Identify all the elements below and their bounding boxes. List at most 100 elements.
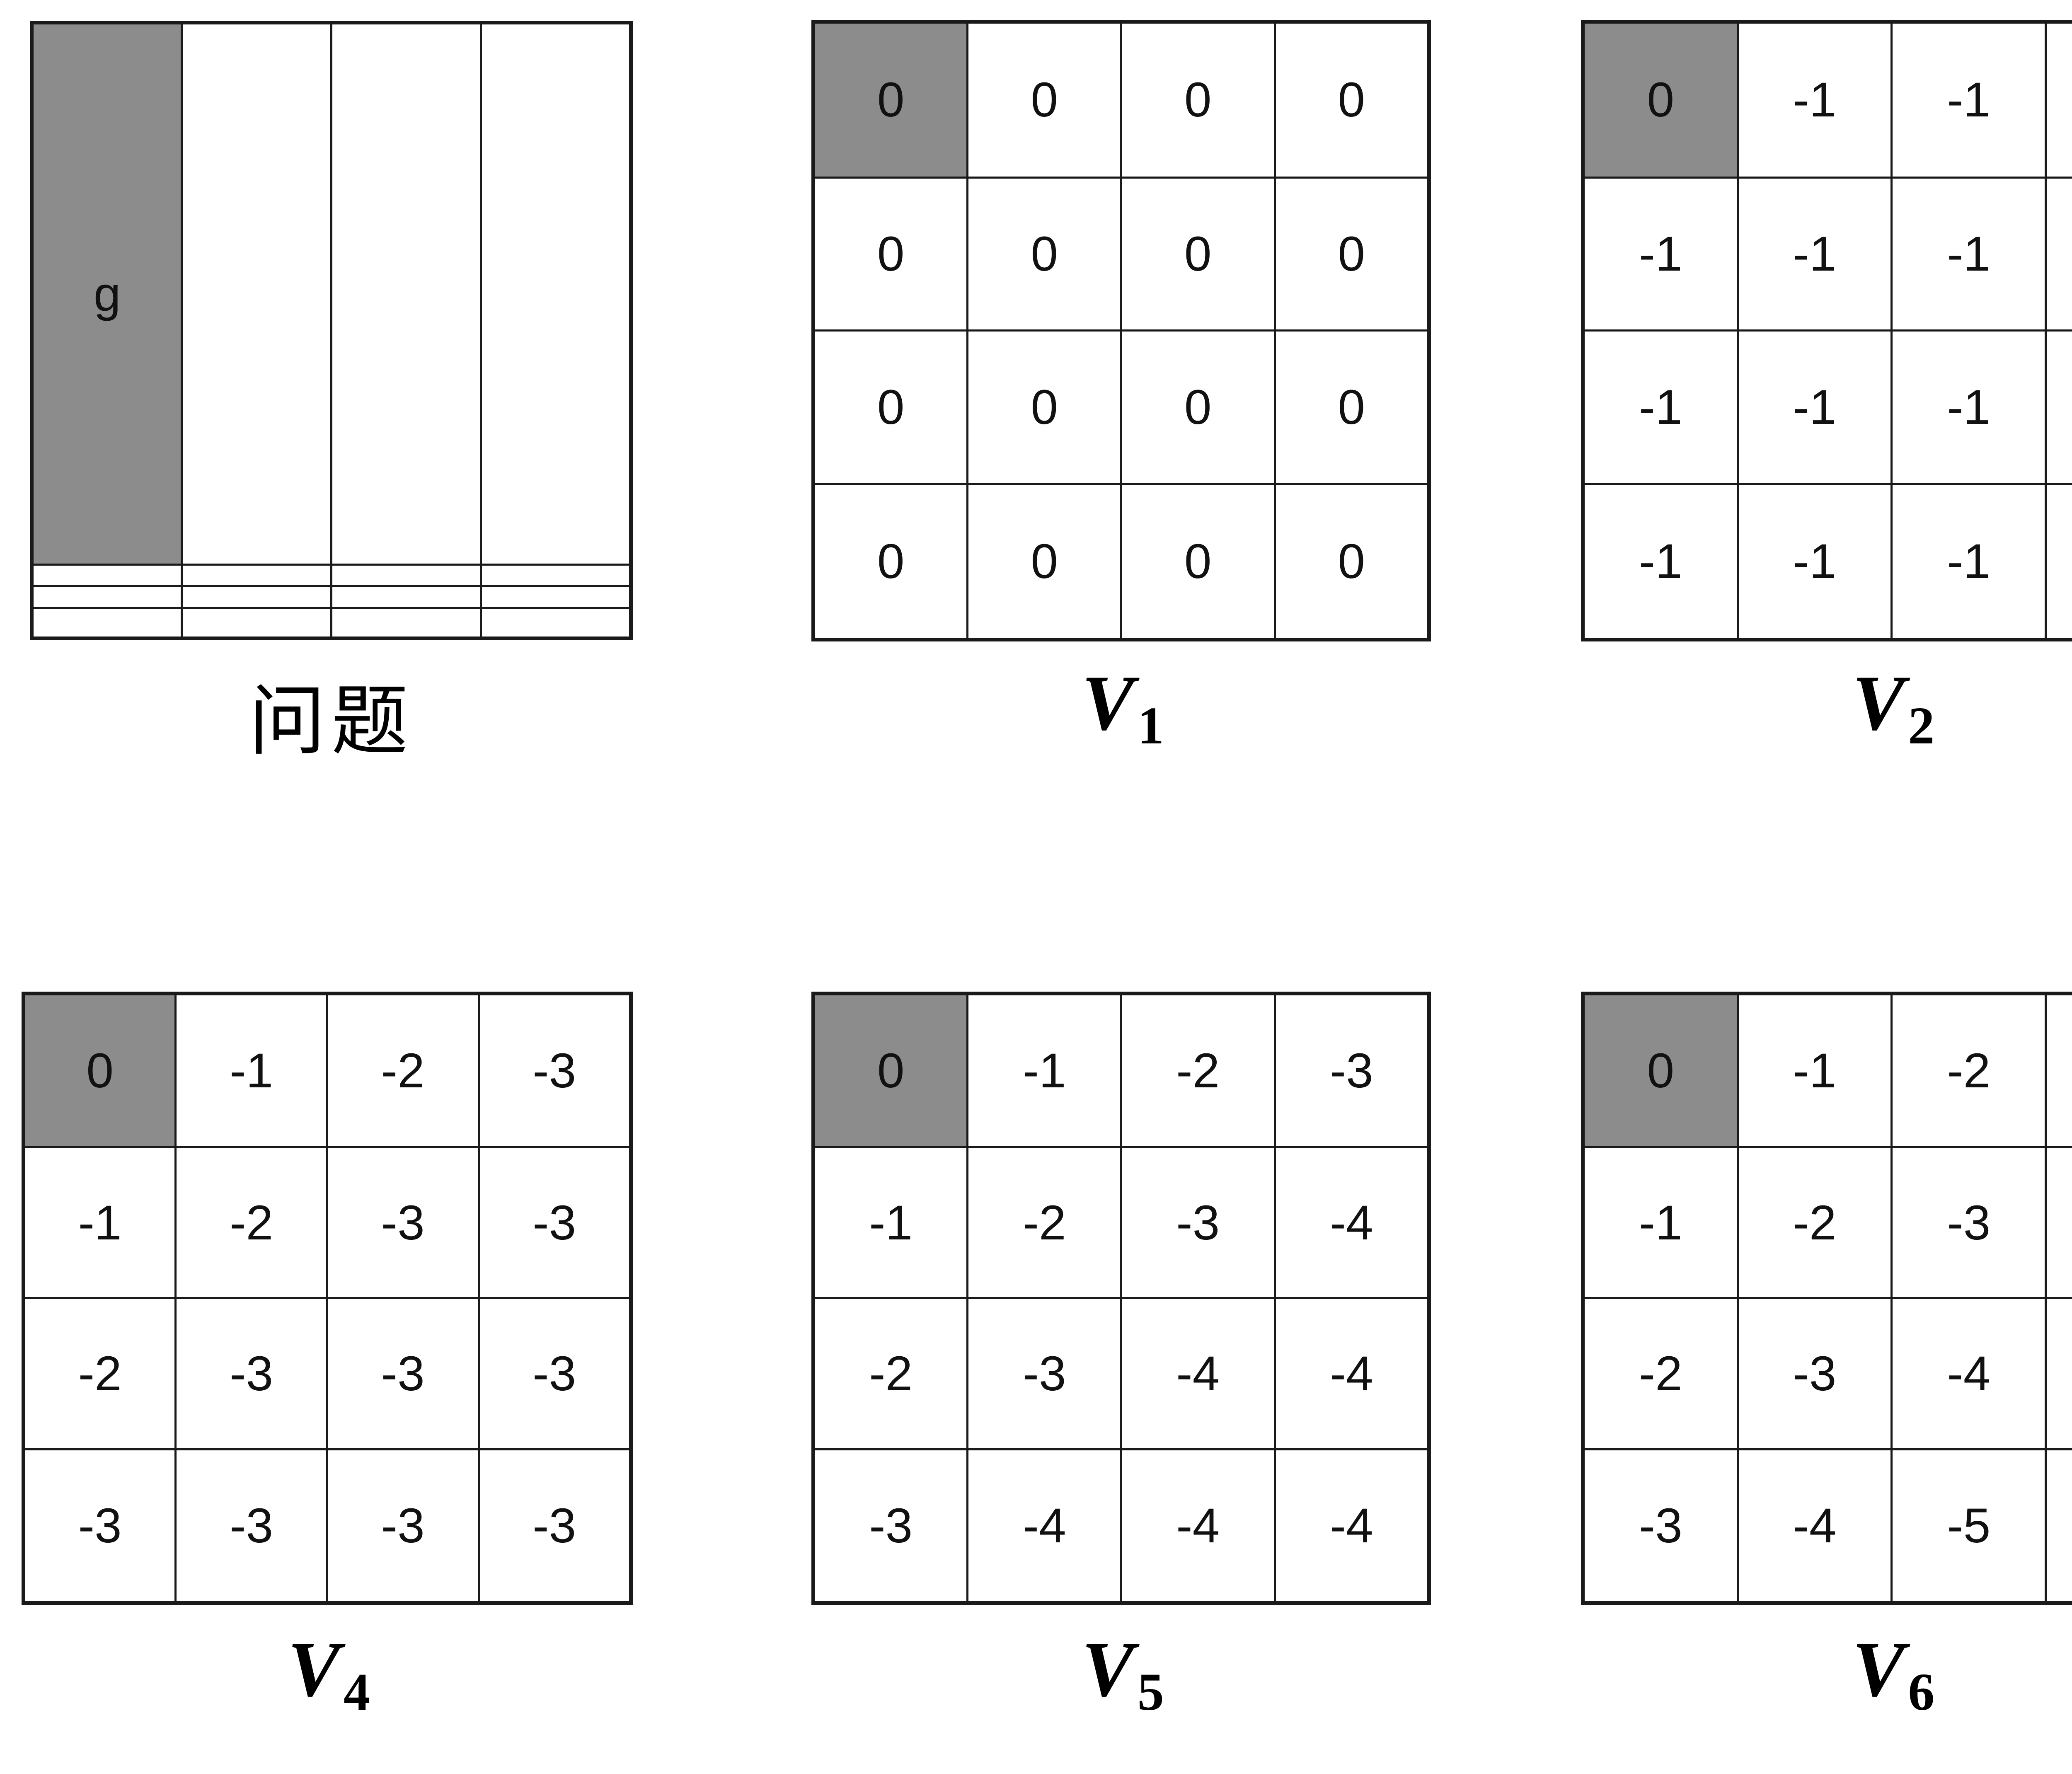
grid-row: 0-1-2-3 [812,992,1430,1148]
grid-cell: -5 [2045,1297,2072,1451]
value-grid-v5: 0-1-2-3-1-2-3-4-2-3-4-4-3-4-4-4 [811,992,1431,1605]
grid-cell: -3 [326,1297,480,1451]
panel-caption-v6: V6 [1581,1624,2072,1721]
grid-cell: -2 [174,1146,328,1300]
grid-cell: -3 [966,1297,1122,1451]
grid-cell: -1 [1736,176,1893,332]
grid-cell: -1 [1736,329,1893,485]
caption-symbol: V [1852,660,1905,747]
grid-cell: 0 [1273,176,1430,332]
goal-cell: 0 [1582,21,1739,179]
value-grid-v4: 0-1-2-3-1-2-3-3-2-3-3-3-3-3-3-3 [22,992,633,1605]
grid-cell: -1 [1890,483,2047,641]
grid-cell [330,564,482,588]
grid-cell: -1 [812,1146,969,1300]
grid-cell: 0 [1120,176,1276,332]
goal-cell: 0 [1582,992,1739,1148]
grid-cell: 0 [812,176,969,332]
grid-cell: -1 [1890,176,2047,332]
grid-cell: -1 [966,992,1122,1148]
grid-panel-problem: g 问题 [30,21,633,766]
grid-cell: -3 [174,1297,328,1451]
caption-text: 问题 [249,676,414,766]
grid-cell: -3 [812,1448,969,1604]
grid-cell: 0 [1273,21,1430,179]
panel-caption-problem: 问题 [30,659,633,770]
caption-symbol: V [1082,660,1134,747]
grid-row: -1-2-3-4 [1582,1146,2072,1300]
grid-row: -1-1-1-1 [1582,483,2072,641]
caption-subscript: 5 [1137,1663,1164,1722]
grid-row: -2-3-4-5 [1582,1297,2072,1451]
grid-cell: -1 [1582,1146,1739,1300]
grid-row: -3-3-3-3 [22,1448,632,1604]
grid-cell: -3 [326,1448,480,1604]
grid-cell: -1 [22,1146,177,1300]
grid-cell: 0 [966,176,1122,332]
grid-row: -3-4-4-4 [812,1448,1430,1604]
grid-cell: -1 [174,992,328,1148]
grid-cell [330,607,482,640]
grid-cell: 0 [1273,483,1430,641]
grid-cell: -3 [477,1448,632,1604]
grid-row: g [30,21,632,566]
value-grid-problem: g [30,21,633,640]
grid-cell: 0 [1120,21,1276,179]
grid-cell [479,564,632,588]
grid-cell: -4 [966,1448,1122,1604]
grid-cell: -1 [1890,329,2047,485]
caption-symbol: V [288,1626,340,1713]
grid-cell: -1 [2045,176,2072,332]
grid-cell: -1 [2045,21,2072,179]
grid-cell [479,607,632,640]
value-grid-v6: 0-1-2-3-1-2-3-4-2-3-4-5-3-4-5-5 [1581,992,2072,1605]
panel-caption-v1: V1 [811,658,1431,755]
grid-cell: -4 [1273,1448,1430,1604]
grid-cell: -3 [2045,992,2072,1148]
grid-cell: -3 [1273,992,1430,1148]
goal-cell: 0 [812,21,969,179]
grid-cell: -5 [2045,1448,2072,1604]
grid-cell: 0 [1120,329,1276,485]
grid-cell: -2 [1120,992,1276,1148]
grid-row: 0-1-1-1 [1582,21,2072,179]
panel-caption-v5: V5 [811,1624,1431,1721]
panel-caption-v2: V2 [1581,658,2072,755]
grid-cell: -1 [1736,992,1893,1148]
grid-cell: 0 [966,21,1122,179]
caption-subscript: 2 [1908,696,1935,755]
grid-cell: -4 [1273,1297,1430,1451]
grid-cell [330,21,482,566]
grid-cell: -2 [966,1146,1122,1300]
grid-cell: -3 [174,1448,328,1604]
grid-cell: -3 [1890,1146,2047,1300]
caption-symbol: V [1852,1626,1905,1713]
grid-cell: -1 [2045,329,2072,485]
goal-cell: g [30,21,183,566]
grid-cell: -2 [1736,1146,1893,1300]
grid-cell: -2 [22,1297,177,1451]
grid-row [30,585,632,609]
grid-cell: -4 [1120,1448,1276,1604]
grid-cell: -1 [1582,176,1739,332]
grid-cell: 0 [966,329,1122,485]
grid-cell: 0 [812,329,969,485]
grid-cell: -3 [477,992,632,1148]
grid-row: -1-1-1-1 [1582,329,2072,485]
caption-subscript: 6 [1908,1663,1935,1722]
grid-cell: -2 [1890,992,2047,1148]
grid-row: -2-3-3-3 [22,1297,632,1451]
grid-cell [479,21,632,566]
grid-row [30,607,632,640]
grid-cell: -1 [1736,483,1893,641]
grid-cell: -3 [326,1146,480,1300]
grid-cell [181,607,332,640]
grid-cell: -5 [1890,1448,2047,1604]
